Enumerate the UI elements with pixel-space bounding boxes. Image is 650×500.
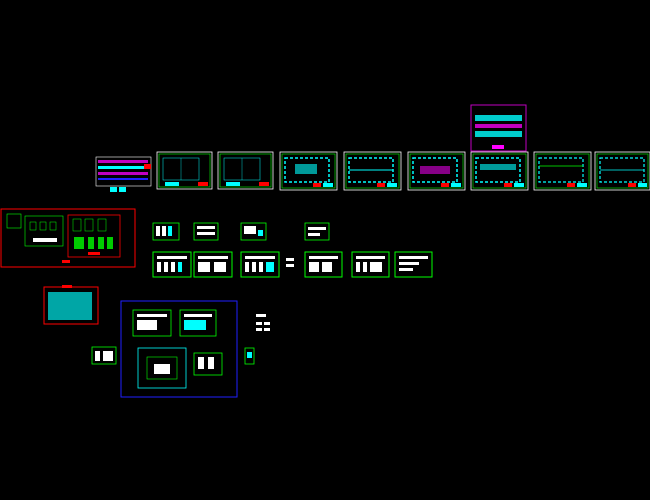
panel-small-2[interactable] [193, 222, 219, 241]
drawing-sheet-1[interactable] [156, 151, 213, 190]
blue-selection-group[interactable] [120, 300, 238, 398]
isolated-panel-left[interactable] [91, 346, 117, 365]
panel-medium-3[interactable] [240, 251, 280, 278]
red-selection-group[interactable] [0, 208, 136, 268]
drawing-sheet-8[interactable] [594, 151, 650, 191]
isolated-marker[interactable] [256, 314, 270, 331]
drawing-sheet-2[interactable] [217, 151, 274, 190]
panel-small-4[interactable] [304, 222, 330, 241]
drawing-sheet-4[interactable] [343, 151, 402, 191]
panel-tiny-marker[interactable] [286, 258, 294, 267]
red-framed-sheet[interactable] [43, 285, 99, 325]
panel-medium-5[interactable] [351, 251, 390, 278]
drawing-sheet-7[interactable] [533, 151, 592, 191]
drawing-sheet-3[interactable] [279, 151, 338, 191]
drawing-sheet-5[interactable] [407, 151, 466, 191]
panel-medium-2[interactable] [193, 251, 233, 278]
isolated-panel-right[interactable] [244, 347, 255, 365]
panel-medium-1[interactable] [152, 251, 192, 278]
panel-medium-6[interactable] [394, 251, 433, 278]
panel-small-1[interactable] [152, 222, 180, 241]
panel-small-3[interactable] [240, 222, 267, 241]
panel-medium-4[interactable] [304, 251, 343, 278]
drawing-sheet-6-highlighted[interactable] [470, 104, 529, 191]
drawing-sheet-strip[interactable] [95, 156, 152, 192]
